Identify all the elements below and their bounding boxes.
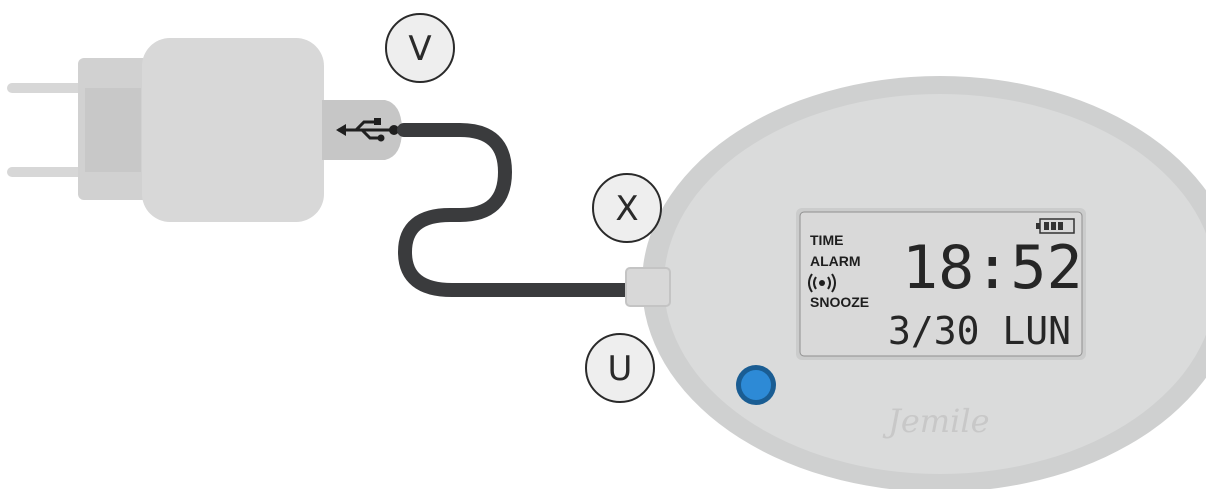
brand-logo: Jemile <box>882 402 990 440</box>
cable-connector <box>625 267 671 307</box>
adapter-body <box>142 38 324 222</box>
usb-cable <box>397 123 647 297</box>
callout-plug-label: V <box>408 29 431 69</box>
plug-recess <box>85 88 141 172</box>
lcd-time: 18:52 <box>902 233 1083 303</box>
alarm-clock-device: TIME ALARM SNOOZE 18:52 3/30 LUN Jemile <box>625 76 1206 489</box>
callout-connector: X <box>592 173 662 243</box>
usb-symbol-icon <box>336 118 399 142</box>
callout-plug: V <box>385 13 455 83</box>
callout-connector-label: X <box>615 189 638 229</box>
callout-button: U <box>585 333 655 403</box>
battery-icon <box>1036 218 1075 234</box>
lcd-label-alarm: ALARM <box>810 253 861 269</box>
lcd-date: 3/30 LUN <box>888 309 1071 353</box>
lcd-screen <box>799 211 1083 357</box>
lcd-label-time: TIME <box>810 232 843 248</box>
power-adapter <box>7 38 402 222</box>
lcd-label-snooze: SNOOZE <box>810 294 869 310</box>
alarm-signal-icon <box>808 273 836 293</box>
callout-button-label: U <box>608 349 633 389</box>
led-indicator <box>741 370 771 400</box>
